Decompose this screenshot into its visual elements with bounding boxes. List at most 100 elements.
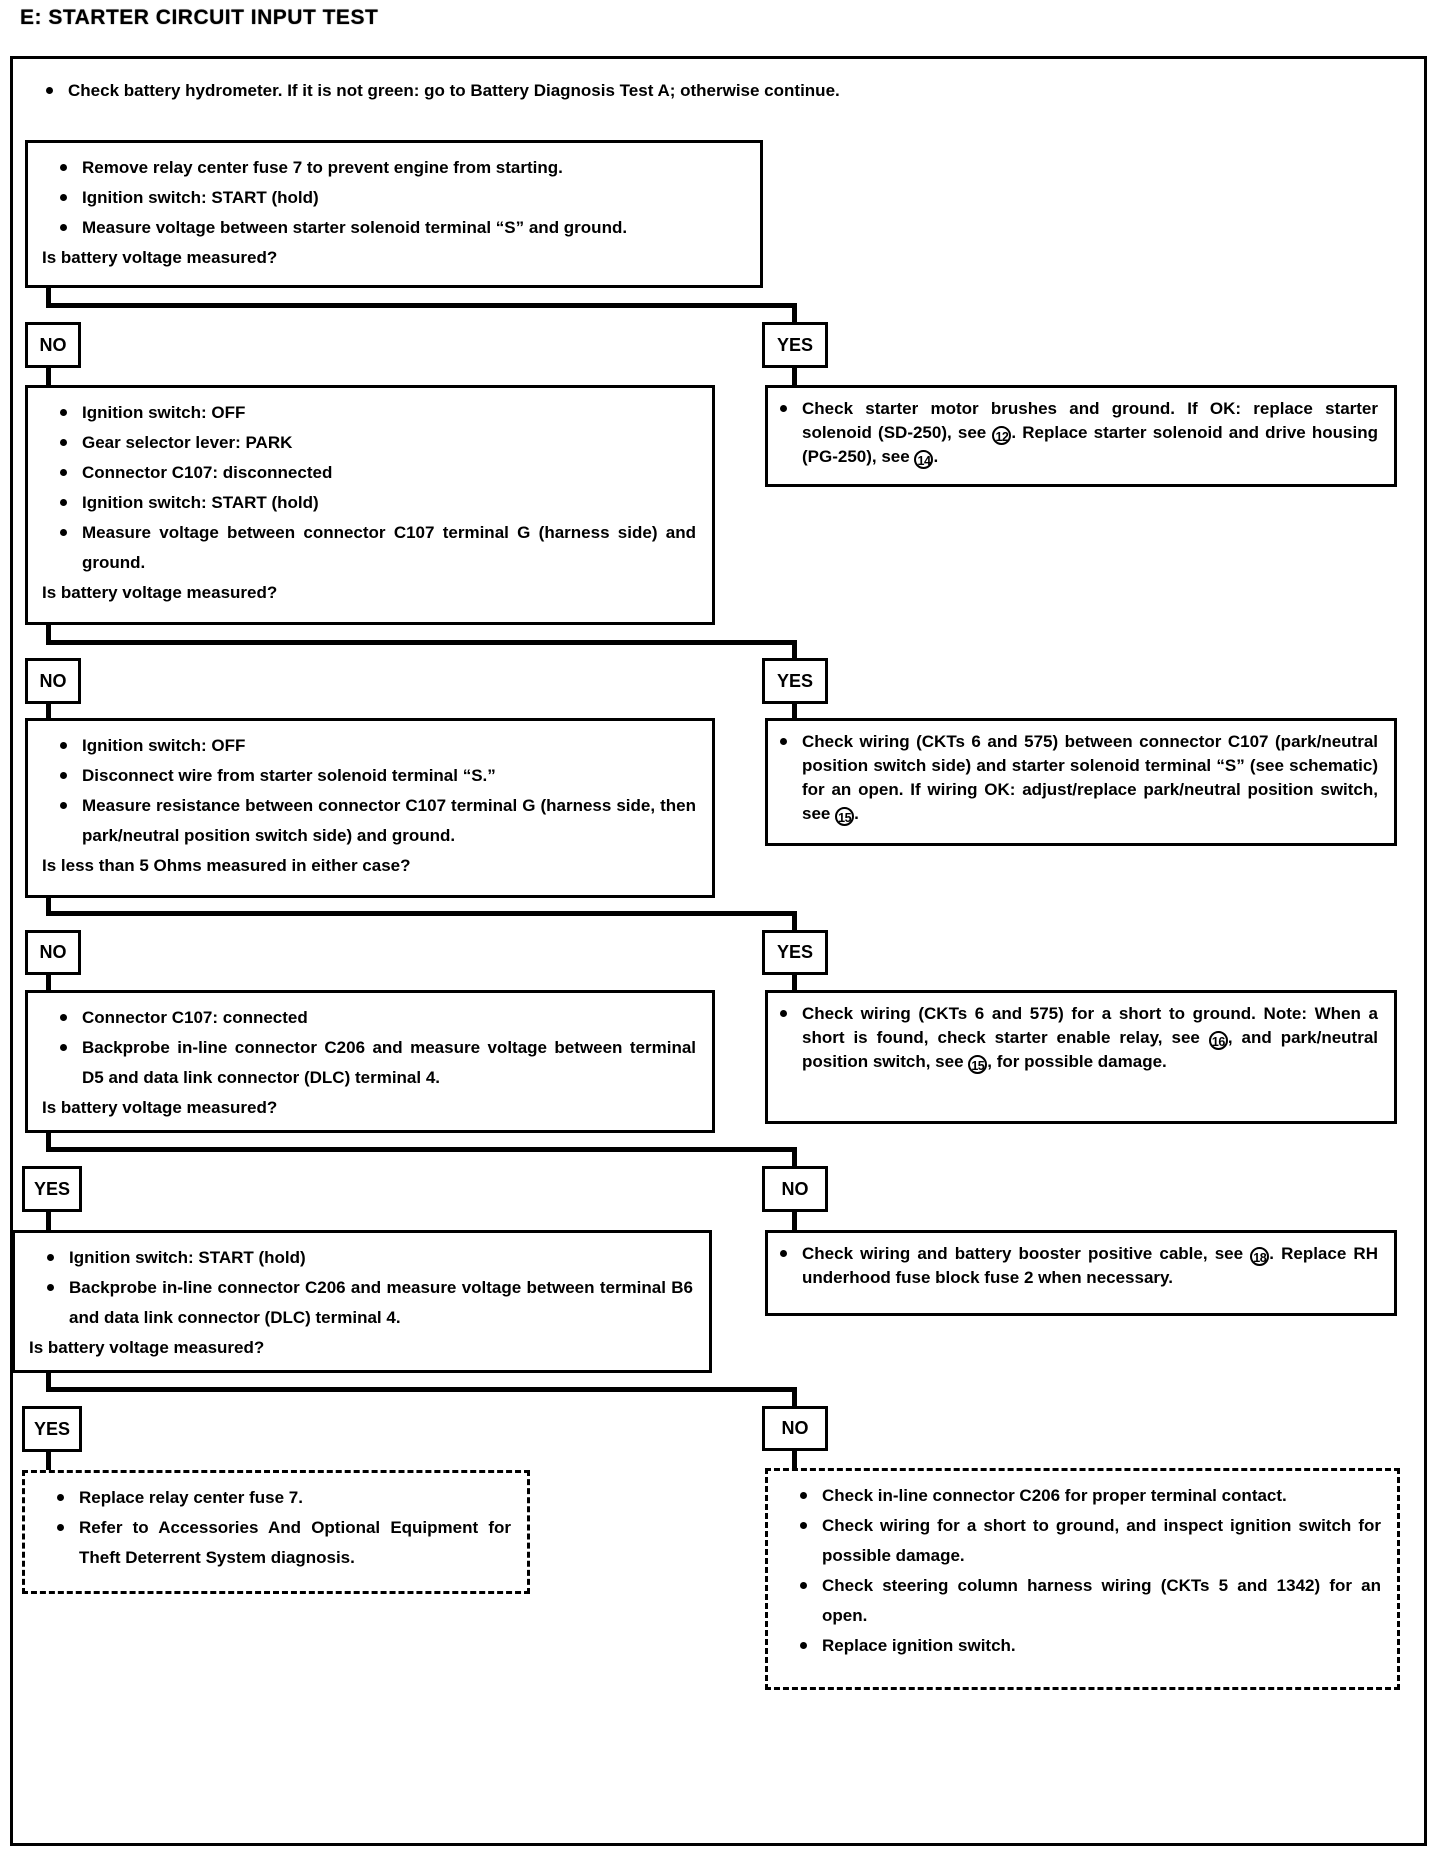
bullet-text: Disconnect wire from starter solenoid te…	[82, 766, 496, 785]
intro-note: Check battery hydrometer. If it is not g…	[46, 76, 1286, 106]
terminal-box-yes-5: Replace relay center fuse 7. Refer to Acc…	[22, 1470, 530, 1594]
bullet-text: Ignition switch: OFF	[82, 403, 246, 422]
connector-line	[46, 1387, 797, 1392]
bullet-text: Backprobe in-line connector C206 and mea…	[69, 1278, 693, 1327]
connector-line	[792, 303, 797, 325]
bullet-item: Replace relay center fuse 7.	[57, 1483, 511, 1513]
bullet-text: Replace ignition switch.	[822, 1636, 1016, 1655]
bullet-item: Ignition switch: START (hold)	[60, 183, 744, 213]
connector-line	[46, 640, 797, 645]
bullet-icon	[800, 1582, 807, 1589]
bullet-text: Backprobe in-line connector C206 and mea…	[82, 1038, 696, 1087]
result-no-4-text: Check wiring and battery booster positiv…	[802, 1244, 1378, 1287]
step-2-bullets: Ignition switch: OFF Gear selector lever:…	[42, 398, 696, 578]
result-yes-3-text: Check wiring (CKTs 6 and 575) for a shor…	[802, 1004, 1379, 1074]
step-box-5: Ignition switch: START (hold)Backprobe i…	[12, 1230, 712, 1373]
bullet-text: Connector C107: disconnected	[82, 463, 333, 482]
bullet-icon	[60, 742, 67, 749]
bullet-icon	[60, 772, 67, 779]
step-1-question: Is battery voltage measured?	[42, 248, 278, 267]
bullet-icon	[60, 1014, 67, 1021]
bullet-icon	[60, 164, 67, 171]
branch-label-yes-5: YES	[22, 1406, 82, 1452]
bullet-icon	[60, 469, 67, 476]
bullet-icon	[800, 1642, 807, 1649]
branch-label-yes-1: YES	[762, 322, 828, 368]
branch-label-no-5: NO	[762, 1406, 828, 1451]
circled-ref-14: 14	[914, 450, 934, 469]
connector-line	[46, 702, 51, 720]
step-5-bullets: Ignition switch: START (hold)Backprobe i…	[29, 1243, 693, 1333]
bullet-icon	[780, 738, 787, 745]
circled-ref-12: 12	[992, 426, 1012, 445]
connector-line	[46, 1133, 51, 1151]
bullet-text: Refer to Accessories And Optional Equipm…	[79, 1518, 511, 1567]
bullet-text: Measure voltage between starter solenoid…	[82, 218, 628, 237]
bullet-icon	[780, 1010, 787, 1017]
bullet-item: Ignition switch: OFF	[60, 398, 696, 428]
bullet-icon	[60, 224, 67, 231]
bullet-item: Replace ignition switch.	[800, 1631, 1381, 1661]
bullet-item: Backprobe in-line connector C206 and mea…	[47, 1273, 693, 1333]
step-box-2: Ignition switch: OFF Gear selector lever:…	[25, 385, 715, 625]
bullet-icon	[57, 1524, 64, 1531]
result-box-no-4: Check wiring and battery booster positiv…	[765, 1230, 1397, 1316]
bullet-icon	[800, 1492, 807, 1499]
bullet-item: Measure resistance between connector C10…	[60, 791, 696, 851]
connector-line	[792, 1210, 797, 1230]
bullet-item: Disconnect wire from starter solenoid te…	[60, 761, 696, 791]
bullet-item: Refer to Accessories And Optional Equipm…	[57, 1513, 511, 1573]
bullet-item: Check in-line connector C206 for proper …	[800, 1481, 1381, 1511]
branch-label-yes-4: YES	[22, 1166, 82, 1212]
branch-label-no-2: NO	[25, 658, 81, 704]
step-box-1: Remove relay center fuse 7 to prevent en…	[25, 140, 763, 288]
bullet-item: Check steering column harness wiring (CK…	[800, 1571, 1381, 1631]
connector-line	[792, 702, 797, 720]
bullet-text: Ignition switch: START (hold)	[82, 493, 319, 512]
bullet-text: Connector C107: connected	[82, 1008, 308, 1027]
bullet-text: Check in-line connector C206 for proper …	[822, 1486, 1287, 1505]
bullet-text: Remove relay center fuse 7 to prevent en…	[82, 158, 563, 177]
bullet-icon	[60, 529, 67, 536]
circled-ref-18: 18	[1250, 1247, 1270, 1266]
result-yes-2-text: Check wiring (CKTs 6 and 575) between co…	[802, 732, 1378, 826]
terminal-box-no-5: Check in-line connector C206 for proper …	[765, 1468, 1400, 1690]
connector-line	[46, 366, 51, 386]
terminal-yes-5-bullets: Replace relay center fuse 7. Refer to Acc…	[39, 1483, 511, 1573]
bullet-text: Measure voltage between connector C107 t…	[82, 523, 696, 572]
bullet-text: Replace relay center fuse 7.	[79, 1488, 303, 1507]
bullet-icon	[46, 87, 53, 94]
connector-line	[46, 1147, 797, 1152]
bullet-icon	[780, 405, 787, 412]
connector-line	[792, 973, 797, 991]
connector-line	[46, 973, 51, 991]
bullet-text: Check steering column harness wiring (CK…	[822, 1576, 1381, 1625]
bullet-item: Check wiring for a short to ground, and …	[800, 1511, 1381, 1571]
connector-line	[792, 1387, 797, 1409]
connector-line	[46, 625, 51, 645]
result-box-yes-2: Check wiring (CKTs 6 and 575) between co…	[765, 718, 1397, 846]
step-2-question: Is battery voltage measured?	[42, 583, 278, 602]
page-title: E: STARTER CIRCUIT INPUT TEST	[20, 6, 379, 29]
step-5-question: Is battery voltage measured?	[29, 1338, 265, 1357]
connector-line	[792, 1449, 797, 1469]
bullet-icon	[57, 1494, 64, 1501]
bullet-item: Connector C107: connected	[60, 1003, 696, 1033]
circled-ref-15: 15	[968, 1055, 988, 1074]
bullet-text: Measure resistance between connector C10…	[82, 796, 696, 845]
connector-line	[792, 366, 797, 386]
branch-label-no-1: NO	[25, 322, 81, 368]
bullet-icon	[800, 1522, 807, 1529]
bullet-icon	[60, 802, 67, 809]
connector-line	[792, 911, 797, 933]
connector-line	[792, 1147, 797, 1169]
bullet-icon	[60, 439, 67, 446]
intro-text: Check battery hydrometer. If it is not g…	[68, 81, 840, 100]
bullet-icon	[47, 1284, 54, 1291]
bullet-item: Gear selector lever: PARK	[60, 428, 696, 458]
bullet-icon	[60, 409, 67, 416]
circled-ref-15: 15	[835, 807, 855, 826]
